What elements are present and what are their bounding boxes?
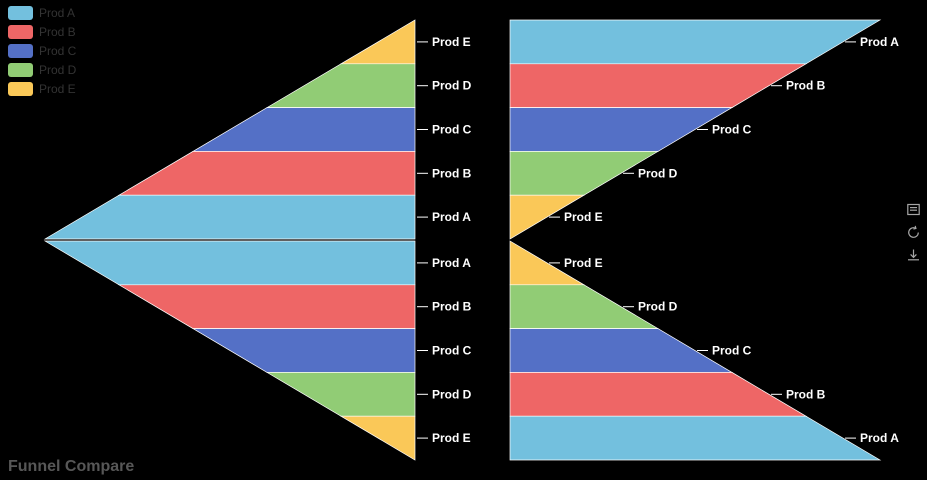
data-view-icon[interactable] [906,202,921,217]
funnel-label-lower-right-prod-d: Prod D [638,300,678,314]
funnel-label-upper-right-prod-d: Prod D [638,166,678,180]
chart-title: Funnel Compare [8,458,135,475]
restore-icon[interactable] [906,225,921,240]
funnel-label-upper-right-prod-e: Prod E [564,210,603,224]
funnel-label-lower-left-prod-e: Prod E [432,431,471,445]
funnel-band-lower-right-prod-a[interactable] [509,415,882,461]
legend-item-prod-d[interactable]: Prod D [8,63,76,77]
legend-swatch [8,44,33,58]
save-as-image-icon[interactable] [906,248,921,263]
funnel-band-lower-right-prod-b[interactable] [509,372,808,417]
funnel-label-upper-right-prod-a: Prod A [860,35,899,49]
funnel-label-lower-right-prod-e: Prod E [564,256,603,270]
funnel-band-lower-left-prod-d[interactable] [265,372,416,417]
legend-item-prod-b[interactable]: Prod B [8,25,76,39]
funnel-label-lower-left-prod-a: Prod A [432,256,471,270]
funnel-band-lower-left-prod-a[interactable] [43,240,416,286]
funnel-band-lower-left-prod-b[interactable] [117,284,416,329]
legend-label: Prod D [39,63,77,77]
funnel-band-upper-right-prod-e[interactable] [509,194,586,240]
legend-swatch [8,25,33,39]
funnel-label-upper-right-prod-c: Prod C [712,123,752,137]
legend-label: Prod E [39,82,76,96]
funnel-band-lower-left-prod-e[interactable] [339,415,416,461]
legend-swatch [8,63,33,77]
legend-swatch [8,82,33,96]
legend: Prod A Prod B Prod C Prod D Prod E [8,6,76,96]
funnel-label-upper-left-prod-d: Prod D [432,79,472,93]
funnel-band-lower-right-prod-d[interactable] [509,284,660,329]
funnel-label-upper-left-prod-c: Prod C [432,123,472,137]
funnel-band-upper-left-prod-e[interactable] [339,19,416,65]
funnel-band-upper-right-prod-a[interactable] [509,19,882,65]
funnel-label-lower-right-prod-b: Prod B [786,387,826,401]
funnel-label-lower-right-prod-c: Prod C [712,344,752,358]
funnel-label-upper-left-prod-a: Prod A [432,210,471,224]
funnel-label-lower-left-prod-d: Prod D [432,387,472,401]
legend-label: Prod B [39,25,76,39]
legend-item-prod-c[interactable]: Prod C [8,44,76,58]
funnel-band-upper-right-prod-d[interactable] [509,151,660,196]
funnel-band-upper-right-prod-b[interactable] [509,63,808,108]
funnel-label-lower-left-prod-c: Prod C [432,344,472,358]
funnel-label-lower-left-prod-b: Prod B [432,300,472,314]
toolbox [906,202,921,263]
funnel-band-upper-left-prod-d[interactable] [265,63,416,108]
funnel-label-upper-right-prod-b: Prod B [786,79,826,93]
funnel-label-upper-left-prod-b: Prod B [432,166,472,180]
funnel-band-upper-left-prod-c[interactable] [191,107,416,152]
legend-item-prod-a[interactable]: Prod A [8,6,76,20]
funnel-band-upper-left-prod-a[interactable] [43,194,416,240]
funnel-label-lower-right-prod-a: Prod A [860,431,899,445]
legend-label: Prod C [39,44,77,58]
legend-item-prod-e[interactable]: Prod E [8,82,76,96]
funnel-band-upper-left-prod-b[interactable] [117,151,416,196]
legend-swatch [8,6,33,20]
funnel-band-lower-left-prod-c[interactable] [191,328,416,373]
legend-label: Prod A [39,6,76,20]
funnel-label-upper-left-prod-e: Prod E [432,35,471,49]
